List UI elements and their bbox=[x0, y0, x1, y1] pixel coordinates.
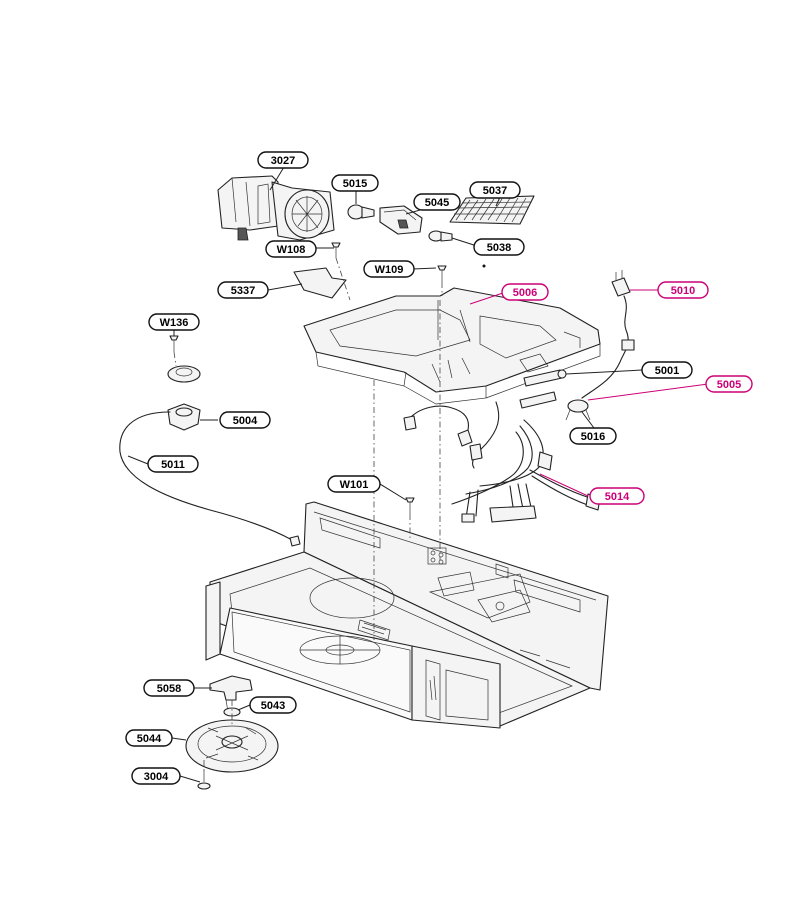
callout-5037-label: 5037 bbox=[483, 185, 507, 197]
grease-filter bbox=[449, 195, 535, 225]
turntable-motor bbox=[185, 719, 279, 773]
callout-5038-label: 5038 bbox=[487, 242, 511, 254]
lamp-wire bbox=[119, 411, 301, 547]
callout-3027-label: 3027 bbox=[271, 155, 295, 167]
screw-w109 bbox=[437, 265, 447, 282]
callout-5044: 5044 bbox=[125, 729, 173, 747]
screw-3004 bbox=[197, 770, 211, 790]
callout-5037: 5037 bbox=[469, 181, 521, 199]
callout-5005-label: 5005 bbox=[717, 379, 741, 391]
callout-5337: 5337 bbox=[217, 281, 269, 299]
callout-3027: 3027 bbox=[257, 151, 309, 169]
callout-5011: 5011 bbox=[147, 455, 199, 473]
callout-5038: 5038 bbox=[473, 238, 525, 256]
callout-5058-label: 5058 bbox=[157, 683, 181, 695]
small-lamp bbox=[428, 230, 453, 242]
callout-5006-label: 5006 bbox=[513, 287, 537, 299]
callout-5014: 5014 bbox=[589, 487, 645, 505]
upper-housing bbox=[303, 287, 601, 405]
callout-3004-label: 3004 bbox=[144, 771, 169, 783]
callout-5015: 5015 bbox=[331, 174, 379, 192]
callout-w101: W101 bbox=[327, 475, 381, 493]
callout-5010-label: 5010 bbox=[671, 285, 695, 297]
callout-5045: 5045 bbox=[413, 193, 461, 211]
callout-5001-label: 5001 bbox=[655, 365, 679, 377]
callout-5014-label: 5014 bbox=[605, 491, 630, 503]
callout-5011-label: 5011 bbox=[161, 459, 185, 471]
callout-5058: 5058 bbox=[143, 679, 195, 697]
lamp-socket bbox=[379, 205, 423, 235]
callout-5010: 5010 bbox=[657, 281, 709, 299]
callout-5005: 5005 bbox=[705, 375, 753, 393]
callout-5004-label: 5004 bbox=[233, 415, 258, 427]
callout-5045-label: 5045 bbox=[425, 197, 449, 209]
callout-5337-label: 5337 bbox=[231, 285, 255, 297]
screw-w101 bbox=[405, 497, 415, 514]
screw-w136 bbox=[169, 335, 179, 352]
callout-w109-label: W109 bbox=[375, 264, 404, 276]
callout-5016-label: 5016 bbox=[581, 431, 605, 443]
screw-w108 bbox=[331, 242, 341, 258]
callout-5016: 5016 bbox=[569, 427, 617, 445]
cooking-lamp-holder bbox=[167, 365, 201, 431]
reference-dot bbox=[482, 264, 486, 268]
callout-w108: W108 bbox=[265, 240, 317, 258]
noise-filter bbox=[565, 399, 591, 421]
leader-lines bbox=[127, 166, 709, 783]
lamp-bulb bbox=[347, 204, 375, 220]
callout-5044-label: 5044 bbox=[137, 733, 162, 745]
blower-fan-assembly bbox=[217, 175, 335, 241]
power-cord bbox=[581, 270, 635, 399]
callout-5015-label: 5015 bbox=[343, 178, 367, 190]
wire-harness bbox=[403, 401, 601, 523]
callout-3004: 3004 bbox=[131, 767, 181, 785]
callout-w136: W136 bbox=[148, 313, 200, 331]
callout-w109: W109 bbox=[363, 260, 415, 278]
callout-5001: 5001 bbox=[641, 361, 693, 379]
callout-w136-label: W136 bbox=[160, 317, 189, 329]
callout-w108-label: W108 bbox=[277, 244, 306, 256]
oven-cavity-chassis bbox=[205, 501, 609, 729]
callout-5043: 5043 bbox=[249, 696, 297, 714]
alignment-lines bbox=[173, 257, 443, 772]
callout-w101-label: W101 bbox=[340, 479, 369, 491]
fuse-holder bbox=[519, 391, 557, 409]
bracket-5337 bbox=[293, 267, 347, 299]
fuse bbox=[523, 369, 567, 387]
callout-5043-label: 5043 bbox=[261, 700, 285, 712]
callout-5004: 5004 bbox=[219, 411, 271, 429]
callout-5006: 5006 bbox=[501, 283, 549, 301]
